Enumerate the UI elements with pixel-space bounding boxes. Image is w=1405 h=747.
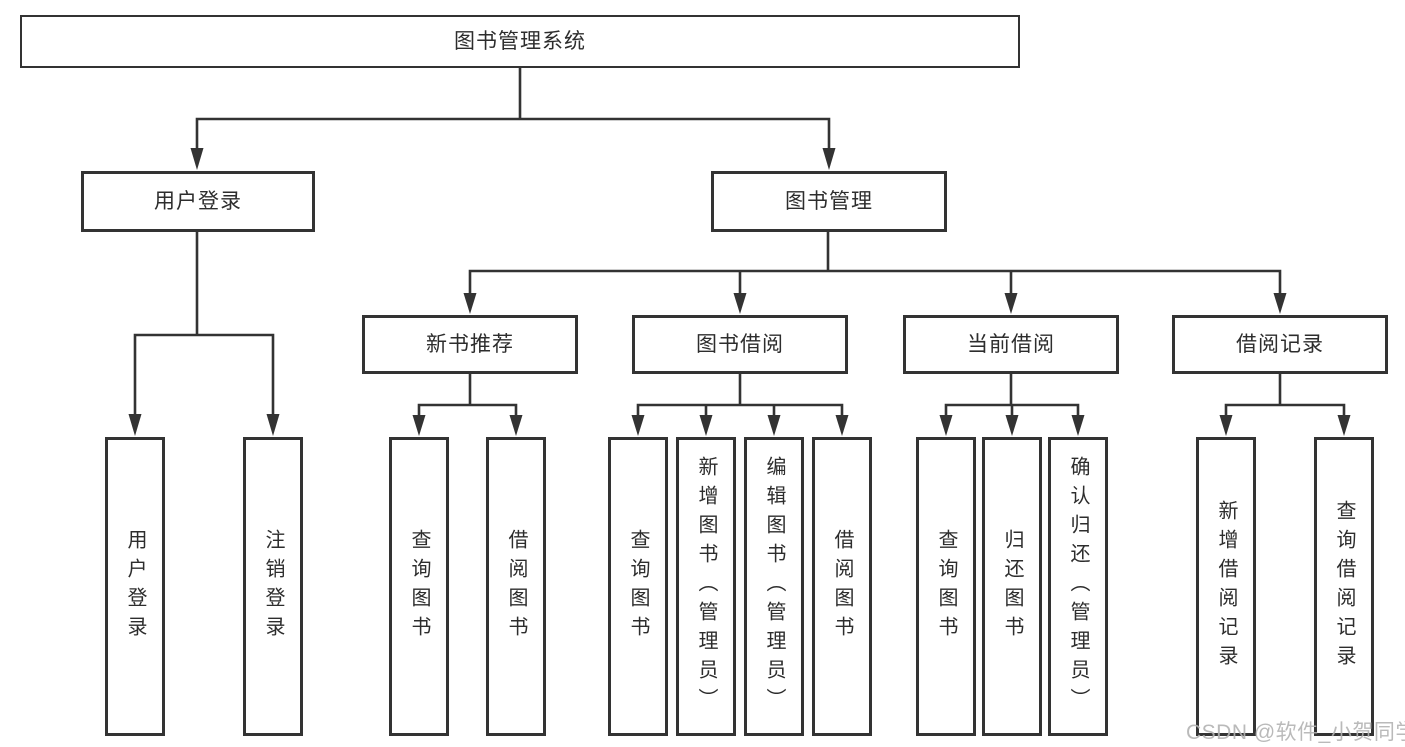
leaf-return-books: 归还图书 [982,437,1042,736]
node-label: 新书推荐 [426,333,514,356]
leaf-query-borrow-record: 查询借阅记录 [1314,437,1374,736]
node-label: 新增借阅记录 [1215,499,1237,674]
leaf-edit-books-admin: 编辑图书（管理员） [744,437,804,736]
leaf-query-books: 查询图书 [608,437,668,736]
node-label: 归还图书 [1001,528,1023,645]
node-label: 图书借阅 [696,333,784,356]
leaf-add-books-admin: 新增图书（管理员） [676,437,736,736]
leaf-borrow-books: 借阅图书 [486,437,546,736]
node-book-management: 图书管理 [711,171,947,232]
node-label: 借阅图书 [505,528,527,645]
node-label: 新增图书（管理员） [695,456,717,717]
node-label: 查询图书 [627,528,649,645]
leaf-borrow-books: 借阅图书 [812,437,872,736]
leaf-user-login: 用户登录 [105,437,165,736]
arrowheads [128,148,1351,436]
node-label: 确认归还（管理员） [1067,456,1089,717]
node-label: 注销登录 [262,528,284,645]
watermark: CSDN @软件_小贺同学 [1186,721,1405,744]
node-label: 借阅记录 [1236,333,1324,356]
node-label: 查询图书 [935,528,957,645]
node-label: 图书管理 [785,190,873,213]
node-label: 查询图书 [408,528,430,645]
leaf-query-books: 查询图书 [389,437,449,736]
node-library-management-system: 图书管理系统 [20,15,1020,68]
leaf-add-borrow-record: 新增借阅记录 [1196,437,1256,736]
node-user-login: 用户登录 [81,171,315,232]
node-new-book-recommend: 新书推荐 [362,315,578,374]
node-borrow-records: 借阅记录 [1172,315,1388,374]
node-label: 查询借阅记录 [1333,499,1355,674]
node-label: 用户登录 [154,190,242,213]
leaf-logout: 注销登录 [243,437,303,736]
node-label: 用户登录 [124,528,146,645]
node-label: 图书管理系统 [454,30,586,53]
leaf-confirm-return-admin: 确认归还（管理员） [1048,437,1108,736]
node-label: 当前借阅 [967,333,1055,356]
node-current-borrow: 当前借阅 [903,315,1119,374]
node-book-borrow: 图书借阅 [632,315,848,374]
leaf-query-books: 查询图书 [916,437,976,736]
node-label: 编辑图书（管理员） [763,456,785,717]
node-label: 借阅图书 [831,528,853,645]
